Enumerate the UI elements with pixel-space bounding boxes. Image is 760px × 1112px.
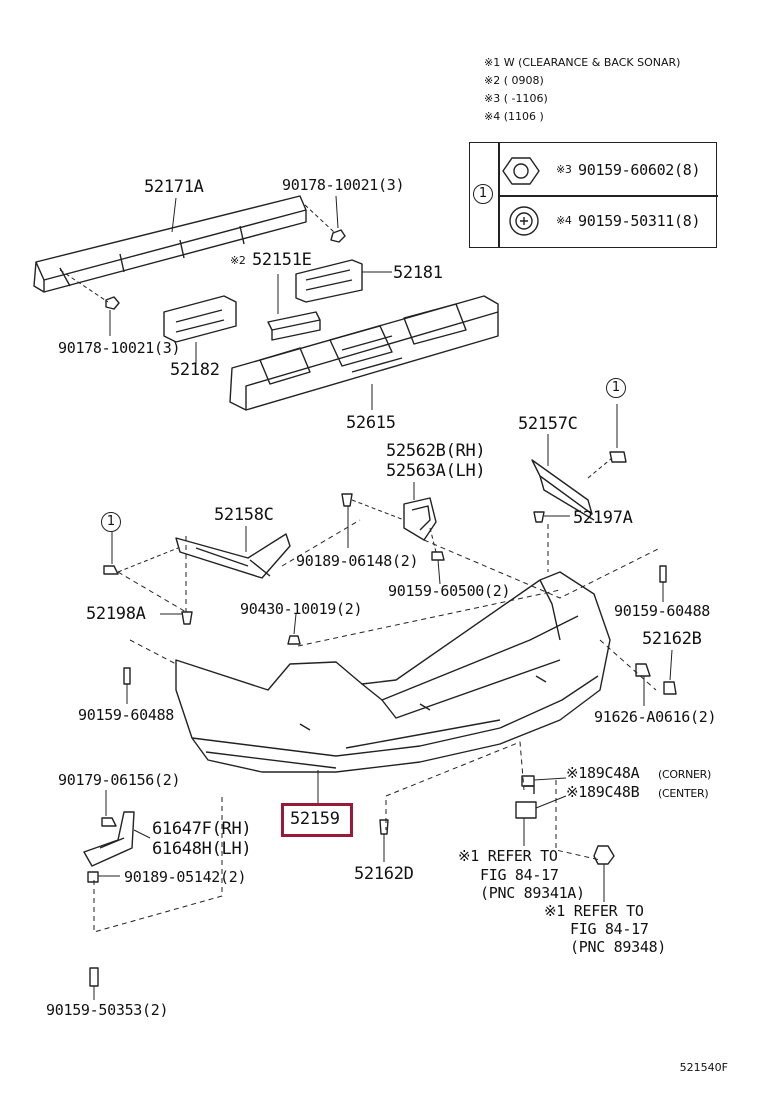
callout-90179[interactable]: 90179-06156(2) bbox=[58, 771, 181, 789]
callout-52157C[interactable]: 52157C bbox=[518, 414, 578, 434]
clip-52198A bbox=[160, 611, 193, 625]
screw-90159-60500 bbox=[429, 527, 445, 585]
callout-52181[interactable]: 52181 bbox=[393, 263, 443, 283]
callout-52158C[interactable]: 52158C bbox=[214, 505, 274, 525]
callout-52162D[interactable]: 52162D bbox=[354, 864, 414, 884]
callout-61647F[interactable]: 61647F(RH) bbox=[152, 819, 252, 839]
circle-reference-legend: 1 bbox=[473, 184, 493, 204]
note-3: ※3 ( -1106) bbox=[484, 92, 548, 105]
screw-90430 bbox=[287, 613, 301, 645]
screw-90159-60488-right bbox=[659, 565, 667, 602]
callout-52197A[interactable]: 52197A bbox=[573, 508, 633, 528]
callout-refer-2-line3: (PNC 89348) bbox=[570, 938, 667, 956]
callout-89C48B[interactable]: ※189C48B bbox=[566, 783, 640, 801]
retainer-89C48A bbox=[521, 775, 567, 794]
retainer-52562B bbox=[403, 482, 437, 541]
callout-90430[interactable]: 90430-10019(2) bbox=[240, 600, 363, 618]
nut-icon bbox=[502, 157, 540, 185]
reinforcement-beam-52171A bbox=[33, 195, 307, 293]
bumper-cover-52159 bbox=[175, 571, 611, 773]
legend-mark-4: ※4 bbox=[556, 214, 572, 227]
bolt-90178-top bbox=[304, 195, 346, 243]
callout-52198A[interactable]: 52198A bbox=[86, 604, 146, 624]
callout-52171A[interactable]: 52171A bbox=[144, 177, 204, 197]
callout-52562B[interactable]: 52562B(RH) bbox=[386, 441, 486, 461]
callout-52563A[interactable]: 52563A(LH) bbox=[386, 461, 486, 481]
clip-52162D bbox=[379, 819, 389, 862]
callout-52151E-mark: ※2 bbox=[230, 254, 246, 267]
legend-part-90159-60602[interactable]: 90159-60602(8) bbox=[578, 161, 701, 179]
callout-90159-60500[interactable]: 90159-60500(2) bbox=[388, 582, 511, 600]
callout-refer-1-line2: FIG 84-17 bbox=[480, 866, 559, 884]
bolt-90178-left bbox=[59, 269, 120, 336]
circle-reference-left: 1 bbox=[101, 512, 121, 532]
callout-90189-05142[interactable]: 90189-05142(2) bbox=[124, 868, 247, 886]
clip-52162B bbox=[663, 649, 677, 695]
bracket-52182 bbox=[163, 295, 237, 364]
energy-absorber-52615 bbox=[229, 295, 499, 411]
callout-52159[interactable]: 52159 bbox=[290, 809, 340, 829]
circle-reference-right: 1 bbox=[606, 378, 626, 398]
callout-90159-50353[interactable]: 90159-50353(2) bbox=[46, 1001, 169, 1019]
highlight-box-52159 bbox=[281, 803, 353, 837]
fastener-legend-box bbox=[469, 142, 718, 248]
screw-90159-60488-left bbox=[123, 667, 131, 704]
callout-90178-left[interactable]: 90178-10021(3) bbox=[58, 339, 181, 357]
legend-mark-3: ※3 bbox=[556, 163, 572, 176]
callout-52182[interactable]: 52182 bbox=[170, 360, 220, 380]
callout-90159-60488-right[interactable]: 90159-60488 bbox=[614, 602, 711, 620]
callout-90159-60488-left[interactable]: 90159-60488 bbox=[78, 706, 175, 724]
grommet-89348 bbox=[593, 845, 615, 902]
callout-52162B[interactable]: 52162B bbox=[642, 629, 702, 649]
callout-52151E[interactable]: 52151E bbox=[252, 250, 312, 270]
screw-90159-50353 bbox=[89, 967, 99, 1000]
callout-89C48A-sub: (CORNER) bbox=[658, 768, 711, 781]
callout-refer-1-line3: (PNC 89341A) bbox=[480, 884, 585, 902]
nut-91626 bbox=[635, 663, 651, 706]
callout-refer-2-line2: FIG 84-17 bbox=[570, 920, 649, 938]
note-1: ※1 W (CLEARANCE & BACK SONAR) bbox=[484, 56, 681, 69]
callout-89C48A[interactable]: ※189C48A bbox=[566, 764, 640, 782]
callout-52615[interactable]: 52615 bbox=[346, 413, 396, 433]
clip-90189-06148 bbox=[341, 493, 405, 548]
bolt-90179 bbox=[101, 790, 117, 827]
bracket-61647F bbox=[83, 811, 151, 867]
bracket-52158C bbox=[175, 526, 291, 579]
drawing-code: 521540F bbox=[679, 1061, 728, 1074]
note-4: ※4 (1106 ) bbox=[484, 110, 544, 123]
clip-90189-05142 bbox=[87, 871, 120, 883]
bracket-52181 bbox=[295, 259, 392, 303]
callout-91626[interactable]: 91626-A0616(2) bbox=[594, 708, 717, 726]
clip-52197A bbox=[533, 511, 570, 523]
spacer-52151E bbox=[267, 274, 321, 341]
callout-90178-top[interactable]: 90178-10021(3) bbox=[282, 176, 405, 194]
callout-90189-06148[interactable]: 90189-06148(2) bbox=[296, 552, 419, 570]
legend-part-90159-50311[interactable]: 90159-50311(8) bbox=[578, 212, 701, 230]
retainer-89C48B bbox=[515, 795, 567, 846]
callout-refer-1-line1: ※1 REFER TO bbox=[458, 847, 558, 865]
callout-89C48B-sub: (CENTER) bbox=[658, 787, 709, 800]
screw-52158C-left bbox=[103, 528, 179, 575]
bracket-52157C bbox=[531, 404, 627, 521]
callout-refer-2-line1: ※1 REFER TO bbox=[544, 902, 644, 920]
callout-61648H[interactable]: 61648H(LH) bbox=[152, 839, 252, 859]
note-2: ※2 ( 0908) bbox=[484, 74, 544, 87]
guide-lines bbox=[93, 519, 661, 933]
screw-icon bbox=[509, 206, 539, 236]
